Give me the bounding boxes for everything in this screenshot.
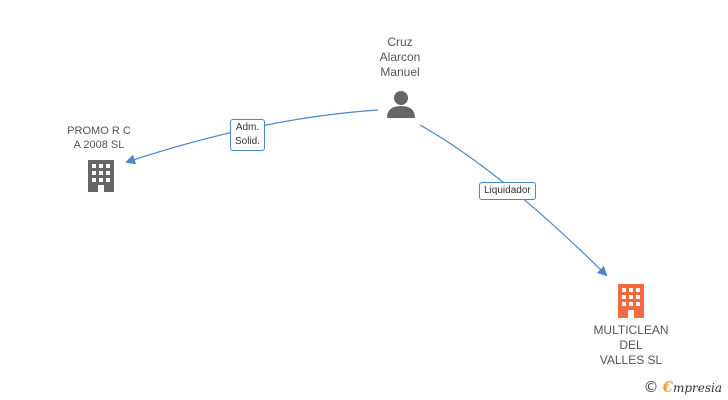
person-name-line-2: Alarcon bbox=[379, 50, 421, 64]
copyright-icon: © bbox=[643, 378, 659, 396]
footer: © €mpresia bbox=[644, 378, 723, 396]
edge-liquidador bbox=[419, 124, 608, 277]
company-right-label[interactable]: MULTICLEAN DEL VALLES SL bbox=[579, 323, 683, 368]
brand-logo[interactable]: €mpresia bbox=[663, 378, 723, 396]
edge-label-adm-line-2: Solid. bbox=[235, 136, 261, 147]
company-right-line-1: MULTICLEAN bbox=[593, 323, 669, 337]
person-name-line-3: Manuel bbox=[380, 65, 420, 79]
person-name-line-1: Cruz bbox=[387, 35, 413, 49]
company-left-line-2: A 2008 SL bbox=[73, 139, 125, 151]
building-icon[interactable] bbox=[88, 160, 114, 192]
company-left-line-1: PROMO R C bbox=[67, 125, 131, 137]
person-name-label[interactable]: Cruz Alarcon Manuel bbox=[360, 35, 440, 80]
edge-label-liquidador[interactable]: Liquidador bbox=[479, 182, 536, 200]
edge-label-liq-line-1: Liquidador bbox=[484, 185, 531, 196]
person-icon[interactable] bbox=[387, 91, 415, 118]
brand-logo-text: mpresia bbox=[672, 381, 722, 395]
edge-label-adm-line-1: Adm. bbox=[235, 122, 260, 133]
company-right-line-2: DEL bbox=[619, 338, 643, 352]
brand-logo-initial: € bbox=[662, 378, 673, 396]
edge-label-adm-solid[interactable]: Adm. Solid. bbox=[230, 119, 266, 151]
company-left-label[interactable]: PROMO R C A 2008 SL bbox=[49, 124, 149, 152]
building-icon-highlighted[interactable] bbox=[618, 284, 644, 318]
company-right-line-3: VALLES SL bbox=[599, 353, 663, 367]
